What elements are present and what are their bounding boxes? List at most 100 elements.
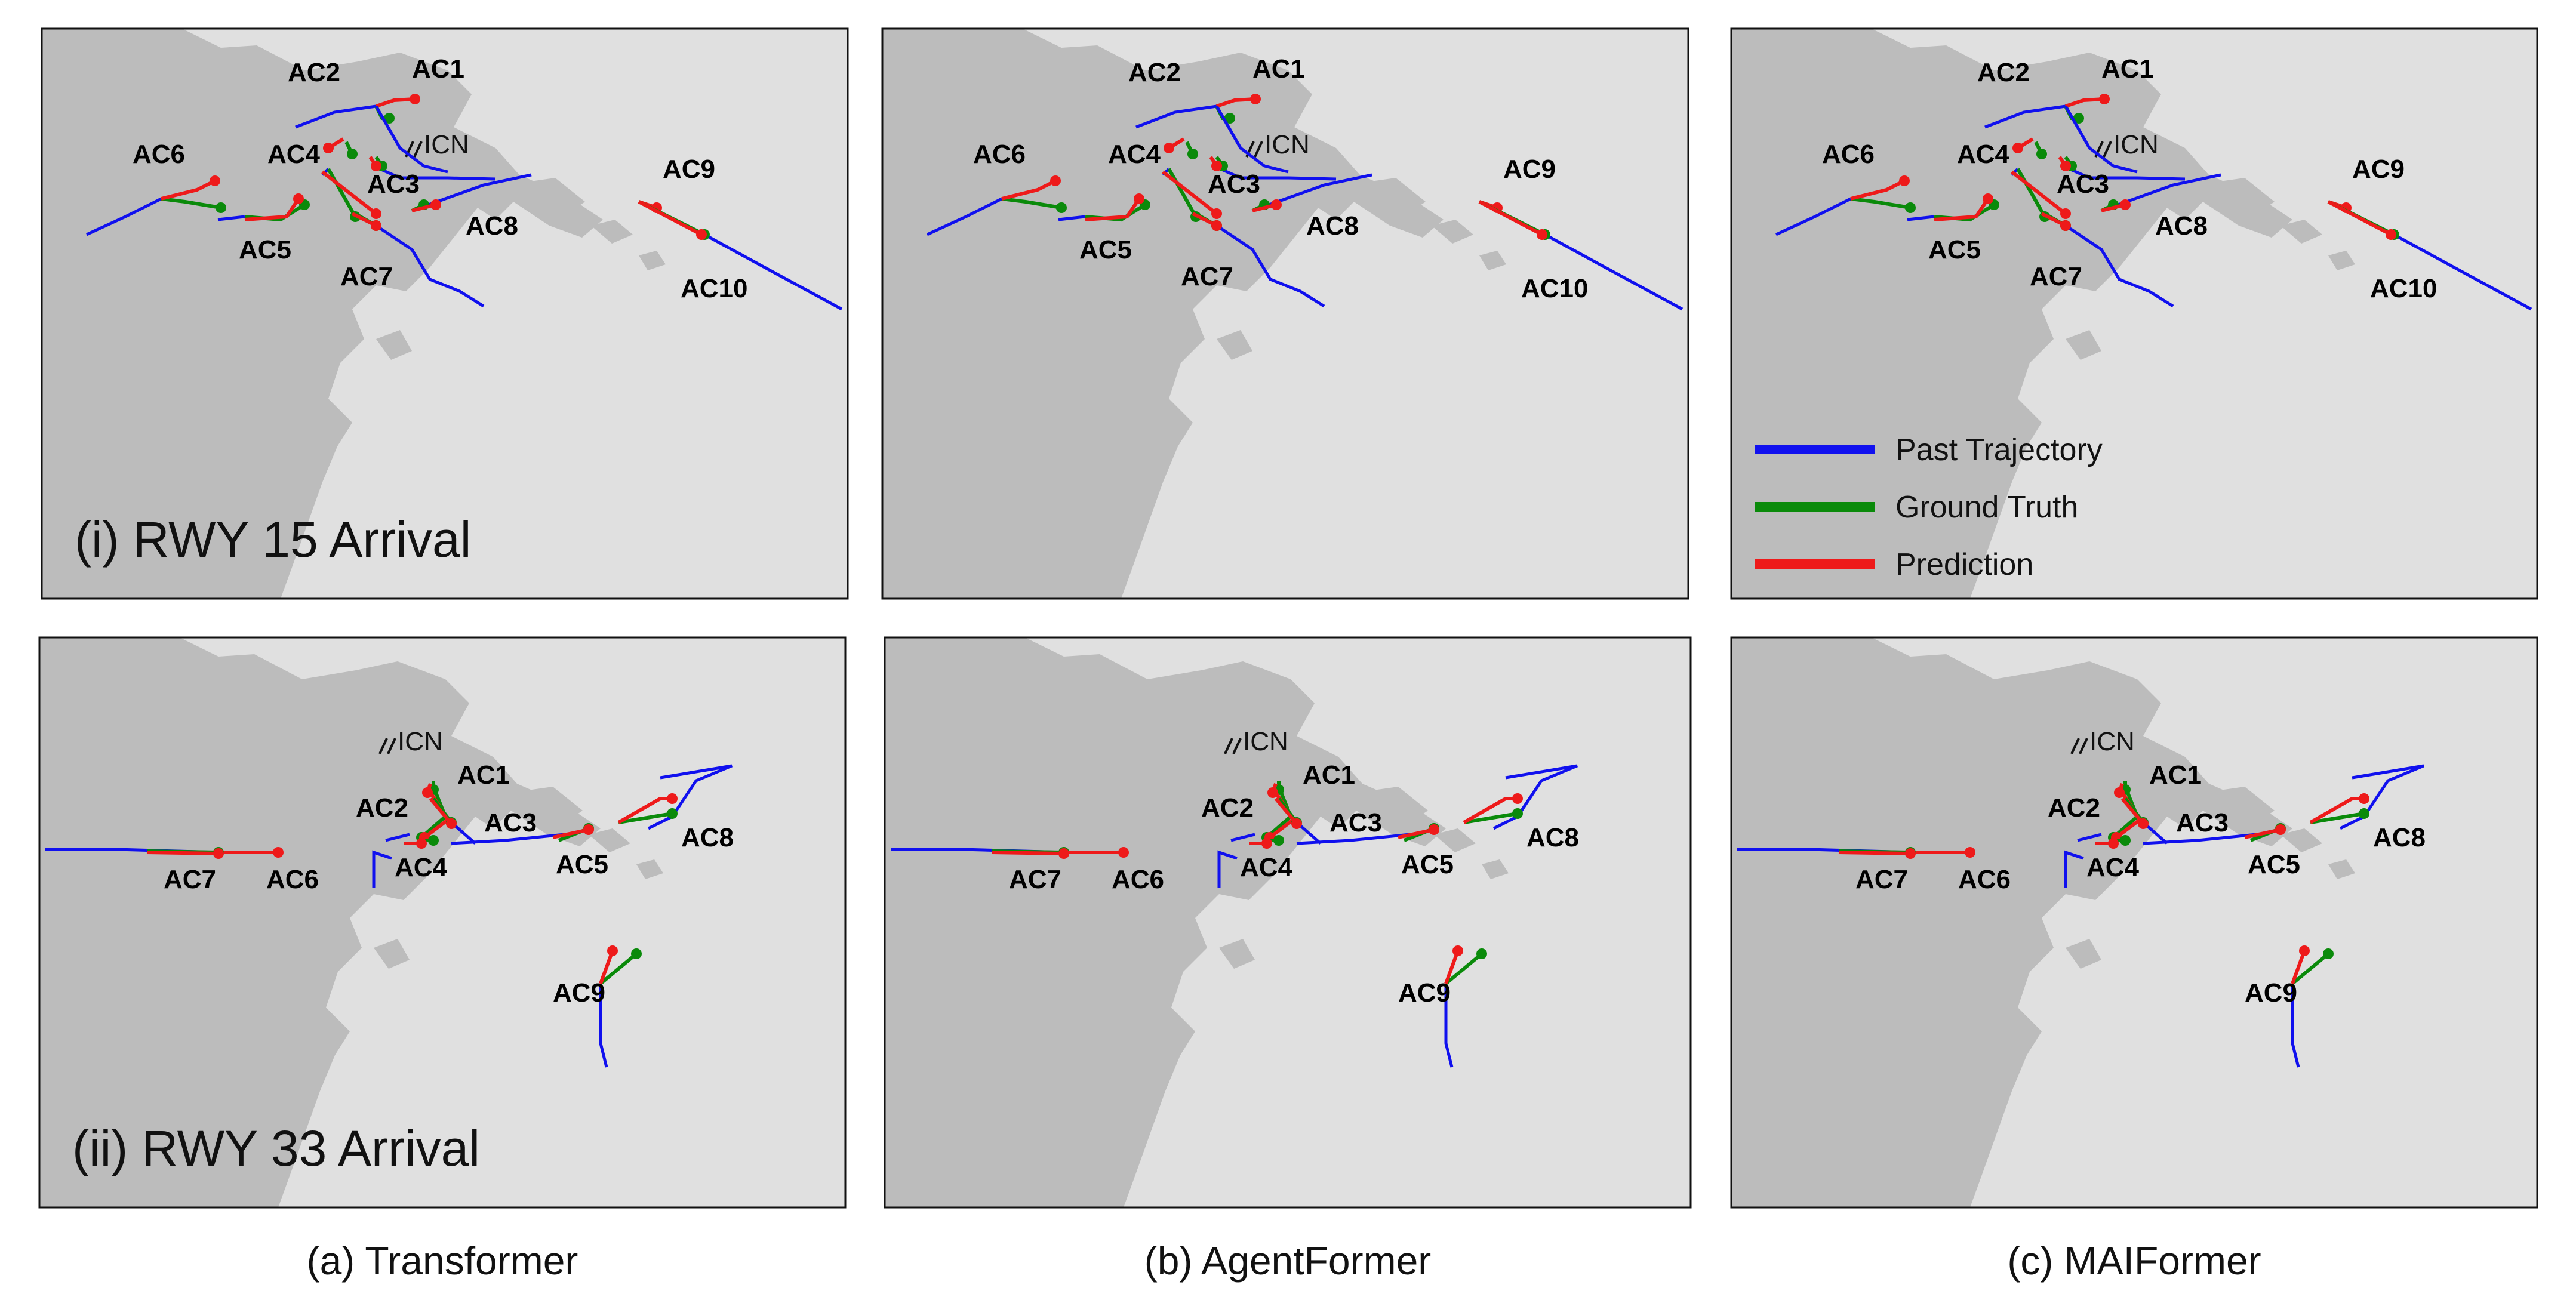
past-trajectory-line — [1984, 104, 2066, 129]
past-trajectory-line — [926, 197, 1003, 236]
prediction-line — [2120, 797, 2145, 825]
aircraft-ac2: AC2 — [1128, 58, 1289, 174]
prediction-endpoint — [1983, 193, 1993, 204]
ground-truth-endpoint — [2073, 113, 2084, 124]
aircraft-label: AC6 — [266, 865, 319, 894]
aircraft-label: AC2 — [2048, 793, 2100, 822]
prediction-line — [599, 950, 614, 985]
prediction-endpoint — [2138, 818, 2149, 829]
past-trajectory-line — [1492, 764, 1578, 830]
aircraft-label: AC5 — [1401, 850, 1454, 879]
past-trajectory-line — [1775, 197, 1852, 236]
prediction-line — [1274, 797, 1298, 825]
aircraft-ac8: AC8 — [617, 764, 734, 852]
aircraft-ac1: AC1 — [1984, 54, 2154, 129]
aircraft-ac6: AC6 — [926, 140, 1067, 236]
prediction-endpoint — [2108, 838, 2119, 849]
aircraft-ac5: AC5 — [1058, 193, 1150, 264]
past-trajectory-line — [1058, 215, 1086, 221]
icn-marker: ICN — [1224, 727, 1288, 756]
aircraft-label: AC10 — [2370, 274, 2437, 303]
aircraft-label: AC4 — [267, 140, 321, 169]
aircraft-label: AC3 — [367, 170, 420, 199]
aircraft-ac5: AC5 — [451, 823, 608, 879]
ground-truth-line — [2291, 952, 2329, 985]
past-trajectory-line — [1217, 850, 1238, 888]
past-trajectory-line — [2064, 850, 2084, 888]
aircraft-ac1: AC1 — [295, 54, 464, 129]
aircraft-label: AC6 — [1112, 865, 1164, 894]
aircraft-label: AC4 — [395, 853, 448, 882]
ground-truth-line — [1001, 197, 1062, 210]
prediction-line — [638, 200, 703, 236]
aircraft-label: AC5 — [1079, 235, 1132, 264]
aircraft-ac3: AC3 — [429, 797, 537, 845]
aircraft-ac9: AC9 — [553, 945, 642, 1068]
aircraft-ac10: AC10 — [1478, 200, 1684, 311]
aircraft-label: AC4 — [1240, 853, 1293, 882]
prediction-endpoint — [2060, 208, 2071, 219]
aircraft-ac4: AC4 — [372, 835, 448, 888]
prediction-line — [552, 828, 589, 839]
aircraft-ac6: AC6 — [218, 847, 319, 894]
icn-label: ICN — [2113, 130, 2159, 159]
prediction-endpoint — [213, 848, 224, 859]
aircraft-ac8: AC8 — [1251, 173, 1372, 241]
ground-truth-endpoint — [2359, 808, 2369, 819]
prediction-endpoint — [2099, 94, 2110, 104]
past-trajectory-line — [1135, 104, 1217, 129]
ground-truth-endpoint — [2036, 149, 2047, 159]
aircraft-label: AC1 — [1303, 760, 1355, 790]
panel-border — [881, 27, 1689, 600]
past-trajectory-line — [385, 833, 410, 842]
aircraft-label: AC3 — [1208, 170, 1260, 199]
prediction-endpoint — [1537, 229, 1547, 240]
prediction-endpoint — [1905, 848, 1916, 859]
legend-label-pred: Prediction — [1895, 547, 2033, 582]
aircraft-label: AC2 — [1128, 58, 1181, 87]
aircraft-label: AC6 — [1822, 140, 1875, 169]
past-trajectory-line — [2061, 164, 2186, 181]
prediction-endpoint — [273, 847, 284, 858]
prediction-endpoint — [583, 824, 594, 835]
past-trajectory-line — [2143, 833, 2257, 845]
prediction-endpoint — [1050, 175, 1061, 186]
prediction-endpoint — [667, 793, 678, 804]
aircraft-ac7: AC7 — [891, 847, 1069, 894]
aircraft-ac6: AC6 — [1064, 847, 1164, 894]
prediction-line — [1934, 198, 1990, 221]
icn-label: ICN — [1264, 130, 1310, 159]
aircraft-ac8: AC8 — [2100, 173, 2221, 241]
aircraft-ac8: AC8 — [411, 173, 532, 241]
aircraft-label: AC8 — [466, 211, 518, 241]
aircraft-ac9: AC9 — [2245, 945, 2334, 1068]
prediction-line — [1162, 170, 1218, 215]
aircraft-label: AC7 — [164, 865, 216, 894]
past-trajectory-line — [2064, 105, 2138, 174]
past-trajectory-line — [295, 104, 377, 129]
prediction-endpoint — [1211, 208, 1222, 219]
aircraft-ac8: AC8 — [2309, 764, 2426, 852]
prediction-endpoint — [1512, 793, 1523, 804]
prediction-endpoint — [416, 838, 427, 849]
aircraft-label: AC10 — [681, 274, 748, 303]
prediction-endpoint — [1261, 838, 1272, 849]
icn-label: ICN — [424, 130, 469, 159]
prediction-endpoint — [2275, 824, 2286, 835]
prediction-line — [2327, 200, 2392, 236]
ground-truth-line — [327, 168, 357, 218]
aircraft-ac6: AC6 — [85, 140, 226, 236]
past-trajectory-line — [1230, 833, 1255, 842]
aircraft-label: AC9 — [2245, 978, 2297, 1008]
prediction-endpoint — [410, 94, 420, 104]
aircraft-label: AC2 — [288, 58, 340, 87]
column-caption: (a) Transformer — [307, 1239, 578, 1283]
prediction-line — [1001, 179, 1057, 201]
prediction-line — [2291, 950, 2306, 985]
aircraft-label: AC4 — [1108, 140, 1161, 169]
aircraft-label: AC7 — [1855, 865, 1908, 894]
prediction-line — [161, 179, 216, 201]
icn-marker: ICN — [2094, 130, 2159, 159]
